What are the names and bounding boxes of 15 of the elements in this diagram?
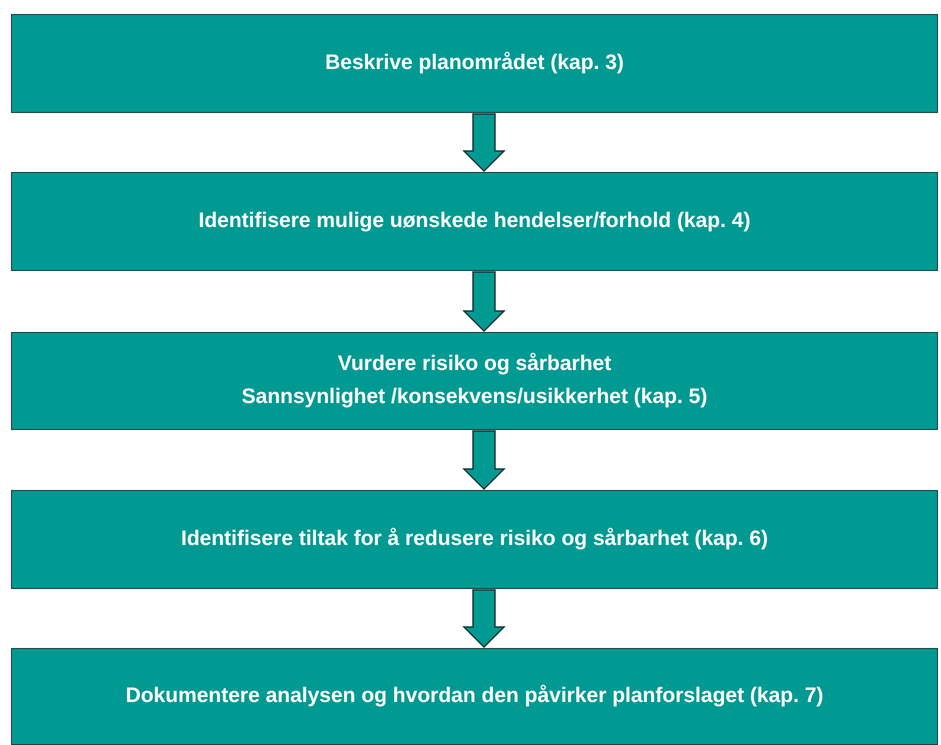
- block-arrow: [462, 430, 506, 490]
- step-text: Beskrive planområdet (kap. 3): [325, 50, 624, 76]
- step-text: Identifisere mulige uønskede hendelser/forhold (kap. 4): [198, 208, 750, 234]
- process-box: [11, 648, 938, 745]
- process-box: [11, 490, 938, 589]
- block-arrow: [462, 589, 506, 648]
- process-box: [11, 14, 938, 113]
- step-text: Vurdere risiko og sårbarhet: [338, 351, 612, 378]
- process-box: [11, 172, 938, 271]
- step-text: Dokumentere analysen og hvordan den påvirker planforslaget (kap. 7): [126, 683, 824, 710]
- block-arrow: [462, 271, 506, 332]
- step-text: Sannsynlighet /konsekvens/usikkerhet (kap. 5): [242, 384, 708, 410]
- block-arrow: [462, 113, 506, 172]
- step-text: Identifisere tiltak for å redusere risiko og sårbarhet (kap. 6): [180, 526, 768, 552]
- process-box: [11, 332, 938, 430]
